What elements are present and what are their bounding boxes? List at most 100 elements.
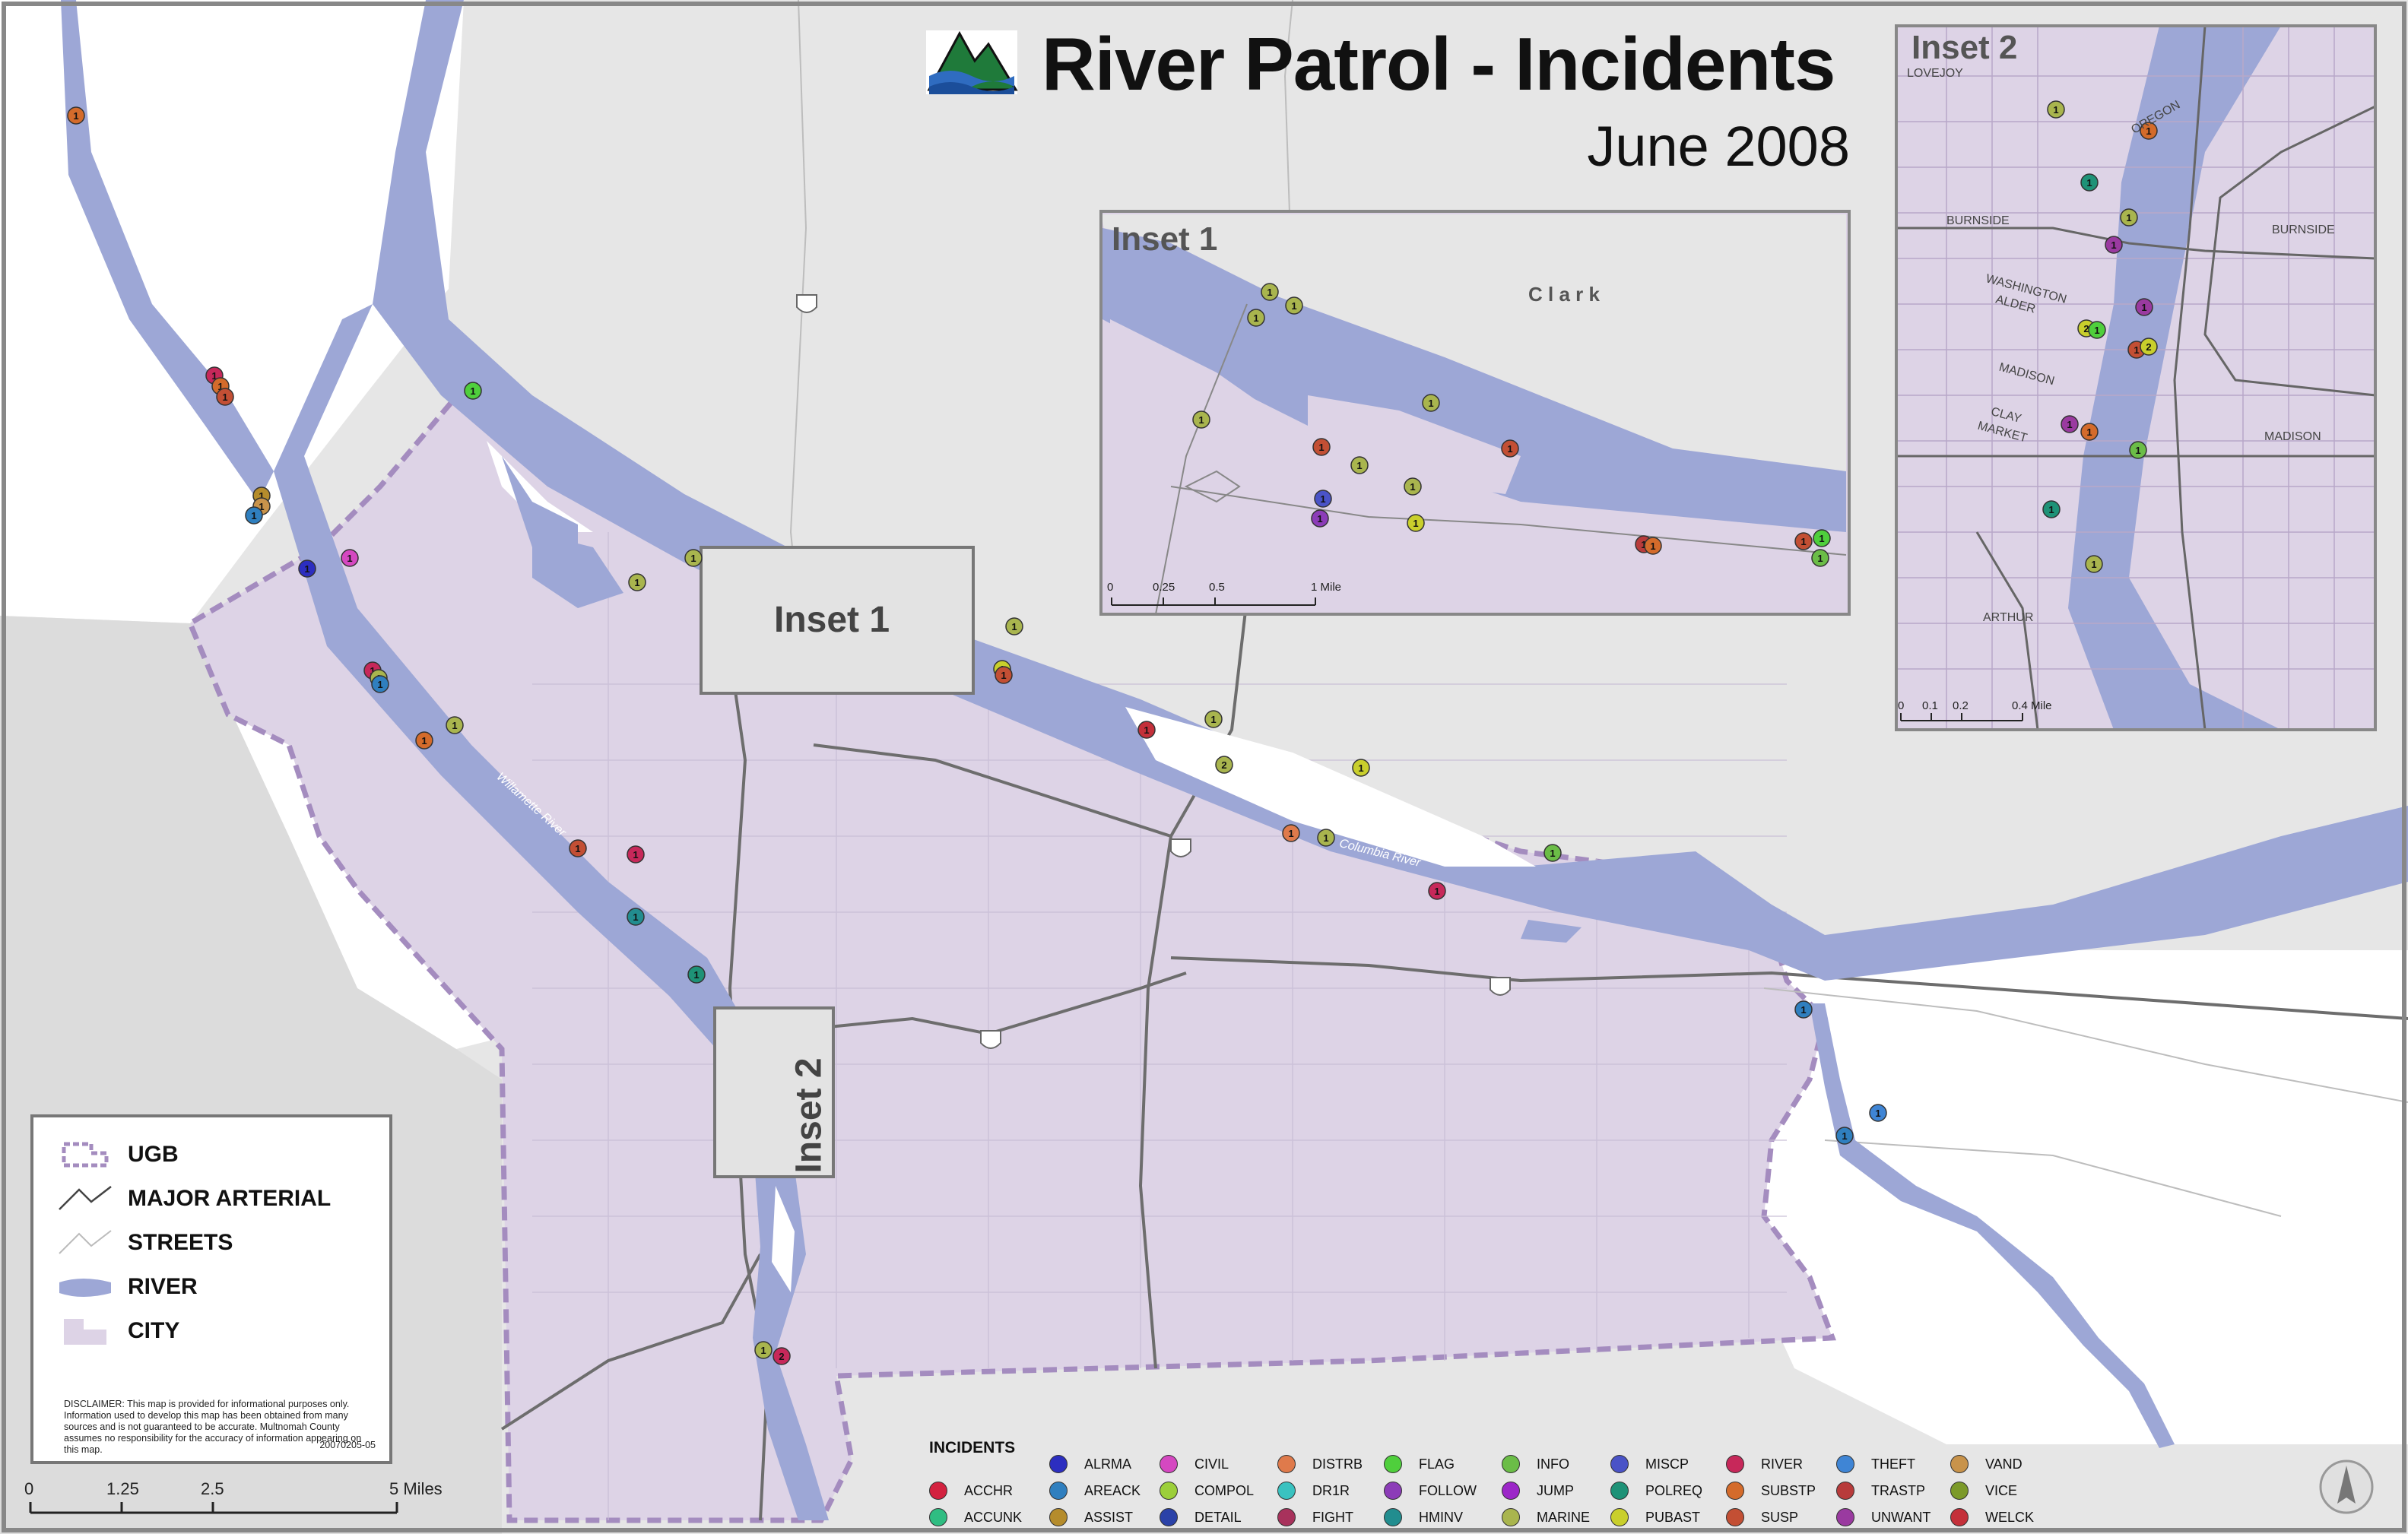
incident-marker[interactable]: 1: [371, 675, 389, 693]
incident-marker-count: 1: [633, 849, 638, 860]
incident-marker[interactable]: 1: [2129, 441, 2147, 459]
incident-marker[interactable]: 1: [67, 106, 85, 125]
incident-marker[interactable]: 1: [687, 965, 706, 984]
incident-marker[interactable]: 1: [2061, 415, 2079, 433]
map-title: River Patrol - Incidents: [1042, 22, 1835, 106]
street-label: LOVEJOY: [1907, 67, 1963, 80]
incident-marker-count: 1: [1410, 481, 1415, 493]
incident-marker[interactable]: 1: [216, 388, 234, 406]
incident-legend-item: RIVER: [1726, 1451, 1803, 1477]
incident-dot-icon: [1502, 1455, 1520, 1473]
incident-marker-count: 1: [1650, 540, 1655, 552]
incident-marker[interactable]: 1: [2042, 500, 2061, 518]
incident-legend-item: SUBSTP: [1726, 1478, 1816, 1504]
incident-marker[interactable]: 1: [2080, 423, 2099, 441]
incident-marker[interactable]: 1: [1311, 509, 1329, 528]
incident-legend-label: COMPOL: [1194, 1482, 1255, 1498]
incident-marker[interactable]: 1: [1501, 439, 1519, 458]
incident-legend-label: SUBSTP: [1761, 1482, 1816, 1498]
incident-marker[interactable]: 1: [2047, 100, 2065, 119]
incident-marker[interactable]: 1: [1261, 283, 1279, 301]
incident-marker[interactable]: 1: [1794, 1000, 1813, 1019]
incident-marker[interactable]: 1: [627, 908, 645, 926]
incident-marker[interactable]: 1: [2135, 298, 2153, 316]
incident-marker[interactable]: 1: [2105, 236, 2123, 254]
incident-legend-item: ASSIST: [1049, 1504, 1133, 1530]
incident-legend-label: ASSIST: [1084, 1509, 1134, 1525]
scale-label: 5 Miles: [389, 1479, 443, 1498]
incident-legend-label: FIGHT: [1312, 1509, 1353, 1525]
incident-marker[interactable]: 1: [1869, 1104, 1887, 1122]
incident-marker[interactable]: 1: [1644, 537, 1662, 555]
incident-marker[interactable]: 1: [754, 1341, 773, 1359]
incident-marker[interactable]: 1: [2120, 208, 2138, 227]
incident-marker[interactable]: 1: [2080, 173, 2099, 192]
disclaimer: DISCLAIMER: This map is provided for inf…: [64, 1399, 362, 1455]
street-label: MADISON: [2264, 430, 2321, 443]
incidents-legend-title: INCIDENTS: [929, 1439, 1016, 1456]
incident-marker-count: 1: [452, 720, 457, 731]
incident-marker-count: 1: [1358, 762, 1363, 774]
incident-marker[interactable]: 1: [446, 716, 464, 734]
incident-dot-icon: [1726, 1482, 1744, 1500]
incident-legend-label: WELCK: [1985, 1509, 2035, 1525]
incident-marker[interactable]: 1: [1422, 394, 1440, 412]
incident-marker[interactable]: 1: [1813, 529, 1831, 547]
incident-marker[interactable]: 1: [1543, 844, 1562, 862]
incident-marker-count: 1: [1428, 398, 1433, 409]
incident-marker[interactable]: 1: [1204, 710, 1223, 728]
incident-marker-count: 1: [2091, 559, 2096, 570]
incident-marker[interactable]: 1: [1005, 617, 1023, 635]
incident-marker[interactable]: 1: [1314, 490, 1332, 508]
incident-marker[interactable]: 1: [415, 731, 433, 750]
incident-marker[interactable]: 1: [1285, 296, 1303, 315]
incident-legend-item: COMPOL: [1160, 1478, 1254, 1504]
incident-marker-count: 1: [1317, 513, 1322, 525]
incident-dot-icon: [929, 1508, 947, 1526]
scale-label: 1.25: [106, 1479, 139, 1498]
incident-marker[interactable]: 1: [1428, 882, 1446, 900]
incident-marker[interactable]: 1: [1811, 549, 1829, 567]
incident-dot-icon: [1049, 1455, 1068, 1473]
incident-marker[interactable]: 2: [2140, 338, 2158, 356]
incident-legend-label: MARINE: [1537, 1509, 1591, 1525]
incident-legend-label: ACCHR: [964, 1482, 1014, 1498]
legend-item-city: CITY: [56, 1312, 179, 1350]
incident-marker-count: 1: [2126, 212, 2131, 223]
incident-marker[interactable]: 2: [773, 1347, 791, 1365]
incident-marker[interactable]: 1: [1407, 514, 1425, 532]
incident-marker[interactable]: 1: [1835, 1127, 1854, 1145]
incident-marker[interactable]: 1: [245, 506, 263, 525]
incident-marker[interactable]: 1: [2085, 555, 2103, 573]
incident-marker[interactable]: 1: [2088, 321, 2106, 339]
incident-marker[interactable]: 1: [464, 382, 482, 400]
incident-marker[interactable]: 1: [1404, 477, 1422, 496]
incident-marker[interactable]: 1: [995, 666, 1013, 684]
incident-marker[interactable]: 1: [1352, 759, 1370, 777]
incident-marker[interactable]: 1: [2140, 122, 2158, 140]
incident-marker-count: 1: [211, 370, 217, 382]
incident-marker[interactable]: 1: [341, 549, 359, 567]
incident-marker[interactable]: 1: [1137, 721, 1156, 739]
incident-marker-count: 2: [2146, 341, 2151, 353]
incident-marker[interactable]: 1: [627, 845, 645, 864]
incident-marker[interactable]: 1: [1247, 309, 1265, 327]
incident-marker[interactable]: 1: [569, 839, 587, 857]
scale-label: 0: [1898, 699, 1905, 712]
incident-legend-label: FLAG: [1419, 1456, 1455, 1472]
incident-marker[interactable]: 1: [684, 549, 703, 567]
incident-marker-count: 1: [2135, 445, 2140, 456]
incident-marker[interactable]: 1: [1192, 410, 1210, 429]
incident-marker[interactable]: 1: [628, 573, 646, 591]
incident-marker[interactable]: 1: [1312, 438, 1331, 456]
incident-marker[interactable]: 1: [1794, 532, 1813, 550]
incident-marker[interactable]: 1: [298, 559, 316, 578]
incident-marker[interactable]: 2: [1215, 756, 1233, 774]
scale-label: 0.4 Mile: [2012, 699, 2052, 712]
scale-label: 0.1: [1922, 699, 1938, 712]
incident-marker[interactable]: 1: [1317, 829, 1335, 847]
incident-marker[interactable]: 1: [1282, 824, 1300, 842]
incident-marker[interactable]: 1: [1350, 456, 1369, 474]
